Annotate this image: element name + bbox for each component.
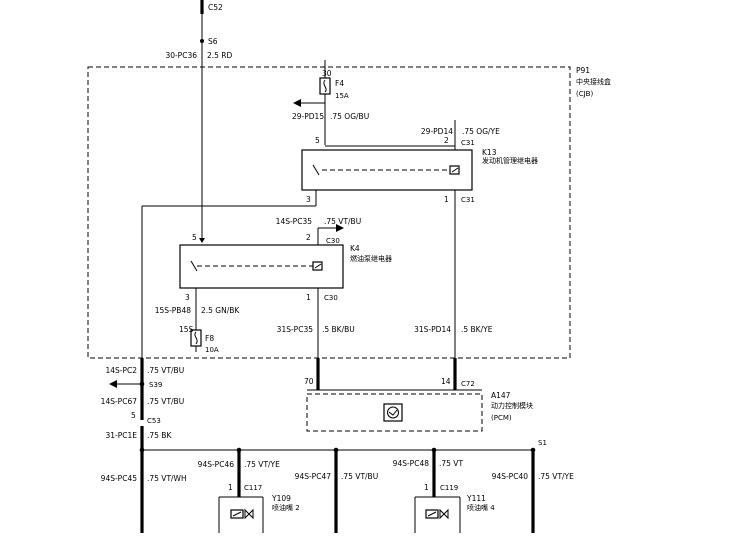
conn-c53-label: C53 <box>147 417 161 425</box>
wire-pd15-id: 29-PD15 <box>292 112 324 121</box>
pcm-conn-label: C72 <box>461 380 475 388</box>
injector-y109-id: Y109 <box>271 494 291 503</box>
cjb-abbr: (CJB) <box>576 90 593 98</box>
fuse-f8-pin: 15S <box>179 325 194 334</box>
bus-node-1 <box>139 447 145 453</box>
relay-k4-pin3: 3 <box>185 293 190 302</box>
wire-pc35-out-spec: .5 BK/BU <box>322 325 355 334</box>
pcm-pin14: 14 <box>441 377 451 386</box>
relay-k13-pin2: 2 <box>444 136 449 145</box>
wire-pc1e-spec: .75 BK <box>147 431 172 440</box>
relay-k4-name: 燃油泵继电器 <box>350 254 392 263</box>
wire-pd14-out-id: 31S-PD14 <box>414 325 451 334</box>
wire-pc1e-id: 31-PC1E <box>105 431 137 440</box>
connector-c52-label: C52 <box>208 3 223 12</box>
wire-pc36-spec: 2.5 RD <box>207 51 233 60</box>
left-chain-wire <box>109 206 144 533</box>
injector-y109-conn: C117 <box>244 484 262 492</box>
relay-k4 <box>179 224 344 358</box>
relay-k4-id: K4 <box>350 244 360 253</box>
wire-pd14-spec: .75 OG/YE <box>462 127 500 136</box>
pcm-name: 动力控制模块 <box>491 401 533 410</box>
wire-pc40-id: 94S-PC40 <box>492 472 529 481</box>
relay-k13-pin1: 1 <box>444 195 449 204</box>
wire-pc35-in-id: 14S-PC35 <box>276 217 313 226</box>
fuse-f4-id: F4 <box>335 79 344 88</box>
splice-s39-dot <box>139 381 145 387</box>
splice-s1-label: S1 <box>538 439 547 447</box>
relay-k4-conn-top: C30 <box>326 237 340 245</box>
wire-pb48-id: 15S-PB48 <box>155 306 191 315</box>
fuse-f8-rating: 10A <box>205 346 219 354</box>
injector-y111-id: Y111 <box>466 494 486 503</box>
wire-pc46-id: 94S-PC46 <box>198 460 235 469</box>
cjb-name: 中央接线盒 <box>576 77 611 86</box>
wire-pc36-id: 30-PC36 <box>165 51 197 60</box>
pcm-module <box>306 358 483 432</box>
wire-pc2-spec: .75 VT/BU <box>147 366 184 375</box>
bus-node-4 <box>431 447 437 453</box>
relay-k13-id: K13 <box>482 148 497 157</box>
fuse-f4-pin: 30 <box>322 69 332 78</box>
wire-pc40-spec: .75 VT/YE <box>538 472 574 481</box>
splice-s1-dot <box>530 447 536 453</box>
relay-k13-pin3: 3 <box>306 195 311 204</box>
splice-s6-label: S6 <box>208 37 218 46</box>
wire-pc67-spec: .75 VT/BU <box>147 397 184 406</box>
relay-k13-name: 发动机管理继电器 <box>482 156 538 165</box>
relay-k4-pin1: 1 <box>306 293 311 302</box>
fuse-f8-id: F8 <box>205 334 214 343</box>
injector-y109 <box>218 496 264 533</box>
fuse-f4 <box>293 60 331 145</box>
feed-wire-pc36 <box>199 0 205 243</box>
pcm-pin70: 70 <box>304 377 314 386</box>
wire-pc35-in-spec: .75 VT/BU <box>324 217 361 226</box>
fuse-f8 <box>190 329 202 352</box>
wire-pc2-id: 14S-PC2 <box>105 366 137 375</box>
wire-pc48-id: 94S-PC48 <box>393 459 430 468</box>
relay-k13-conn-bottom: C31 <box>461 196 475 204</box>
pcm-id: A147 <box>491 391 511 400</box>
wire-pc45-spec: .75 VT/WH <box>147 474 187 483</box>
injector-y111-pin: 1 <box>424 483 429 492</box>
cjb-boundary <box>87 66 571 359</box>
wire-pd14-out-spec: .5 BK/YE <box>461 325 493 334</box>
wire-pb48-spec: 2.5 GN/BK <box>201 306 240 315</box>
injector-y109-pin: 1 <box>228 483 233 492</box>
relay-k13-conn-top: C31 <box>461 139 475 147</box>
wire-pc48-spec: .75 VT <box>439 459 463 468</box>
fuse-f4-rating: 15A <box>335 92 349 100</box>
bus-node-3 <box>333 447 339 453</box>
relay-k13 <box>142 120 473 358</box>
relay-k4-conn-bottom: C30 <box>324 294 338 302</box>
splice-s39-label: S39 <box>149 381 162 389</box>
wire-pd15-spec: .75 OG/BU <box>330 112 369 121</box>
wire-pc47-id: 94S-PC47 <box>295 472 332 481</box>
pcm-abbr: (PCM) <box>491 414 512 422</box>
injector-y109-name: 喷油嘴 2 <box>272 503 300 512</box>
cjb-id: P91 <box>576 66 590 75</box>
bus-node-2 <box>236 447 242 453</box>
injector-y111-name: 喷油嘴 4 <box>467 503 495 512</box>
conn-c53-pin: 5 <box>131 411 136 420</box>
wire-pc67-id: 14S-PC67 <box>101 397 138 406</box>
wire-pc46-spec: .75 VT/YE <box>244 460 280 469</box>
wire-pc45-id: 94S-PC45 <box>101 474 138 483</box>
splice-s6-dot <box>200 39 204 43</box>
injector-y111-conn: C119 <box>440 484 458 492</box>
relay-k4-pin2: 2 <box>306 233 311 242</box>
relay-k4-pin5: 5 <box>192 233 197 242</box>
injector-y111 <box>414 496 461 533</box>
relay-k13-pin5: 5 <box>315 136 320 145</box>
wire-pd14-id: 29-PD14 <box>421 127 453 136</box>
wire-pc35-out-id: 31S-PC35 <box>277 325 314 334</box>
wire-pc47-spec: .75 VT/BU <box>341 472 378 481</box>
